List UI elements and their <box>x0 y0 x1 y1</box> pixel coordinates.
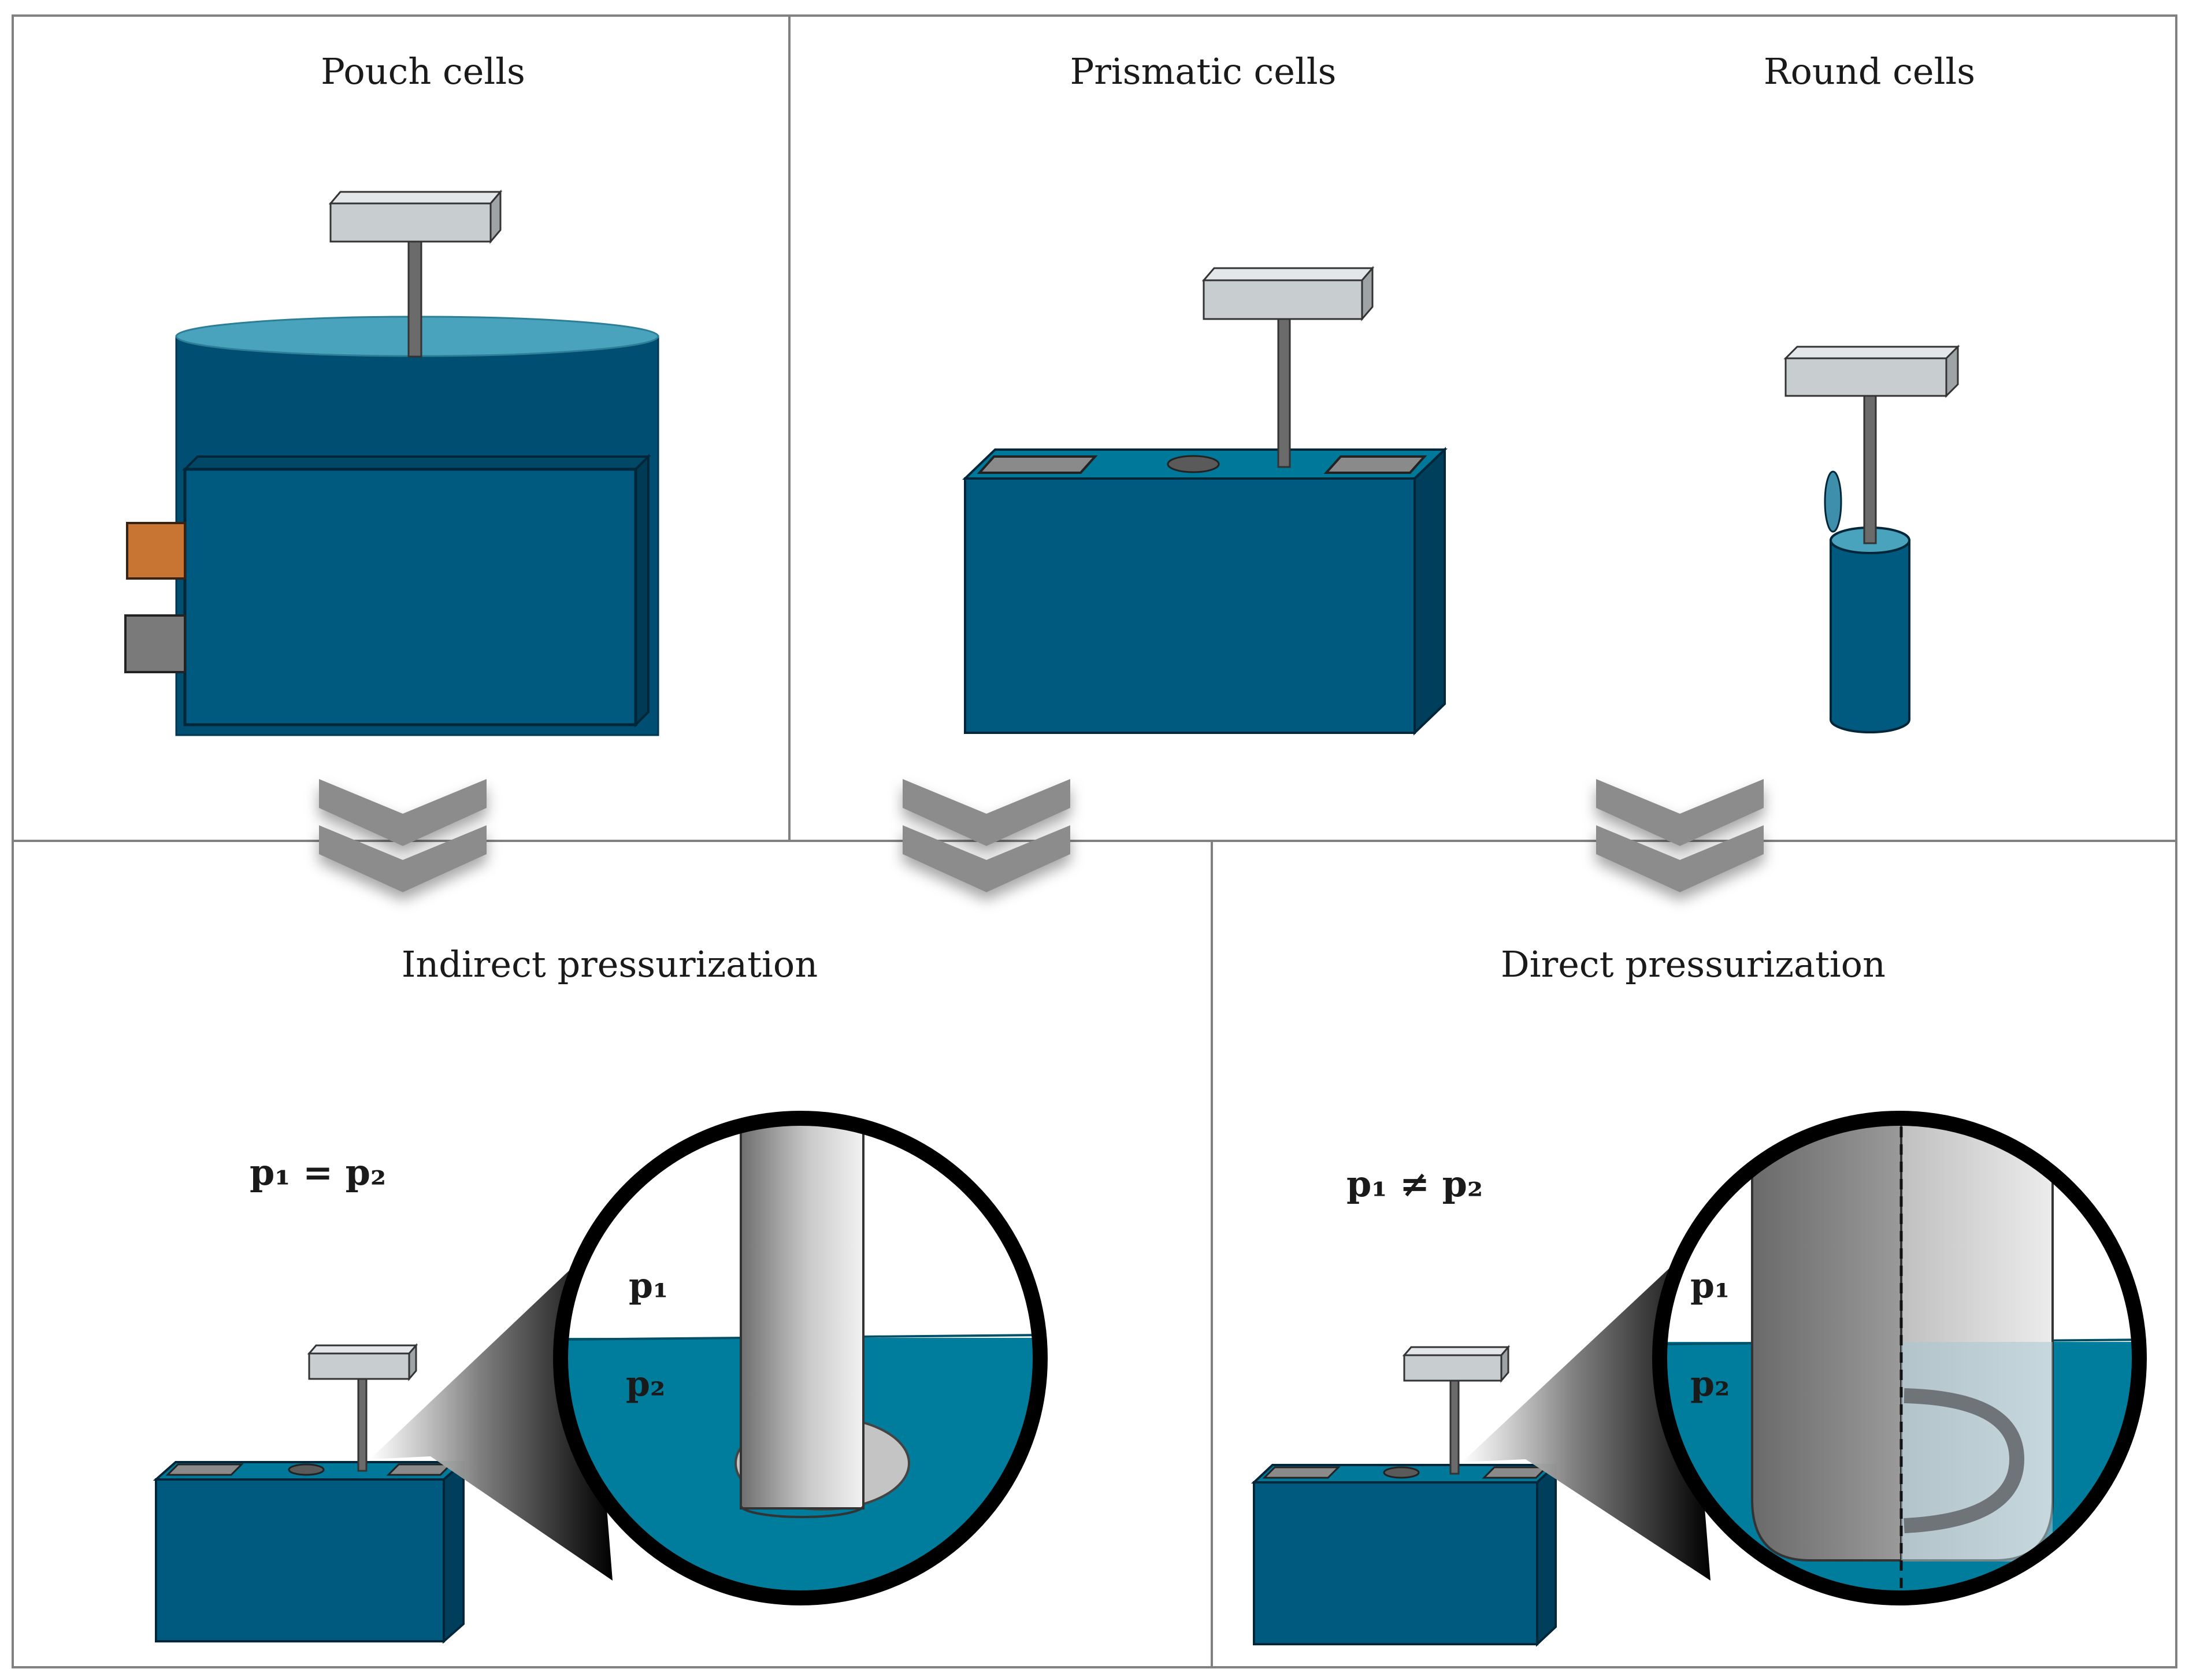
sensor-icon <box>1402 1344 1511 1384</box>
direct-zoom-circle: p₁ p₂ <box>1652 1111 2147 1605</box>
indirect-zoom-circle: p₁ p₂ <box>553 1111 1048 1605</box>
direct-pressurization-title: Direct pressurization <box>1501 943 1886 985</box>
prismatic-cell-body <box>964 477 1416 734</box>
indirect-equation: p₁ = p₂ <box>250 1151 386 1193</box>
round-cells-title: Round cells <box>1764 50 1975 92</box>
magnifier-icon <box>1462 1254 1711 1581</box>
magnifier-icon <box>370 1254 613 1581</box>
gray-tab <box>124 614 186 673</box>
round-cell-cap <box>1824 470 1842 533</box>
pouch-cell-illustration <box>124 189 659 736</box>
pouch-cells-title: Pouch cells <box>321 50 525 92</box>
chevron-down-icon <box>903 779 1070 892</box>
copper-tab <box>126 522 186 580</box>
direct-equation: p₁ ≠ p₂ <box>1346 1163 1483 1205</box>
sensor-icon <box>307 1342 418 1382</box>
sensor-icon <box>328 189 503 244</box>
direct-small-cell <box>1251 1344 1559 1647</box>
pouch-cell-body <box>183 468 637 726</box>
prismatic-cells-title: Prismatic cells <box>1070 50 1337 92</box>
direct-zoom-p1: p₁ <box>1690 1266 1730 1306</box>
direct-zoom-p2: p₂ <box>1690 1364 1730 1404</box>
indirect-small-cell <box>153 1342 467 1644</box>
prismatic-cell-illustration <box>962 265 1448 736</box>
indirect-zoom-p2: p₂ <box>626 1364 665 1404</box>
chevron-down-icon <box>1596 779 1764 892</box>
sensor-icon <box>1201 265 1375 322</box>
indirect-zoom-p1: p₁ <box>629 1266 668 1306</box>
chevron-down-icon <box>319 779 487 892</box>
sensor-icon <box>1783 344 1960 398</box>
indirect-pressurization-title: Indirect pressurization <box>402 943 818 985</box>
round-cell-illustration <box>1783 344 1960 733</box>
